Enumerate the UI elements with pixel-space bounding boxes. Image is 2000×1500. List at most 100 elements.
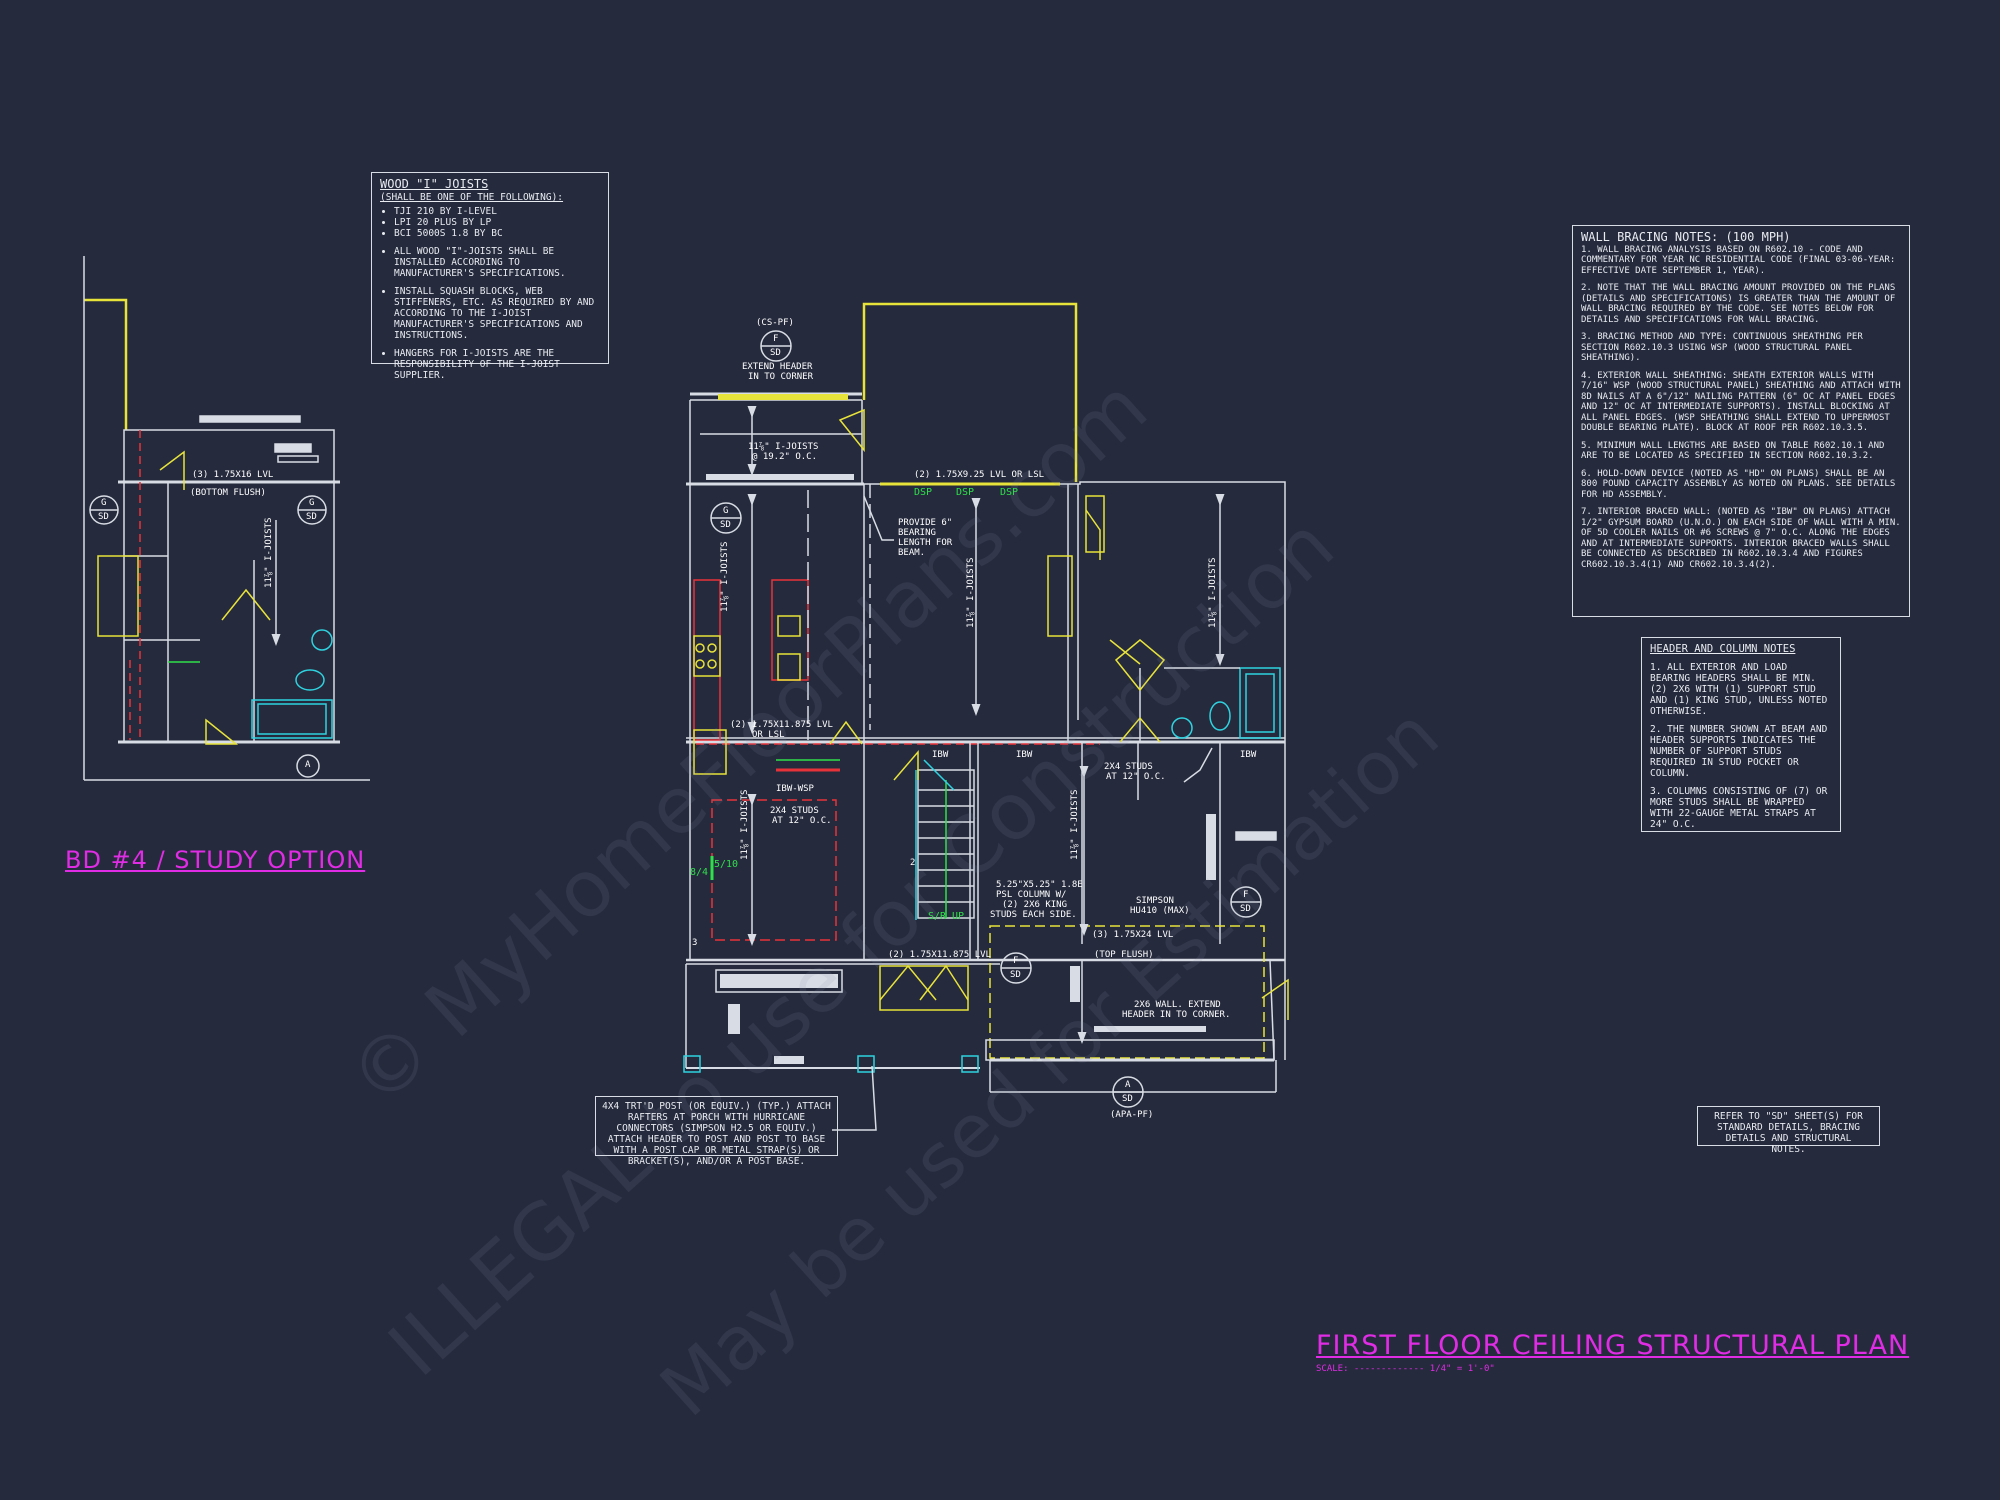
bracing-note-item: 4. EXTERIOR WALL SHEATHING: SHEATH EXTER… <box>1581 370 1901 434</box>
studs-oc-label: AT 12" O.C. <box>1106 772 1166 782</box>
psl-column-label: STUDS EACH SIDE. <box>990 910 1077 920</box>
bd4-yellow-wall <box>84 298 128 430</box>
wall-bracing-title: WALL BRACING NOTES: (100 MPH) <box>1581 230 1791 244</box>
studs-2x4-label: 2X4 STUDS <box>770 806 819 816</box>
i-joists-kitchen-label: 11⅞" I-JOISTS <box>720 541 730 612</box>
header-column-note: HEADER AND COLUMN NOTES 1. ALL EXTERIOR … <box>1641 637 1841 832</box>
bracing-note-item: 5. MINIMUM WALL LENGTHS ARE BASED ON TAB… <box>1581 440 1885 462</box>
ibw-label: IBW <box>1016 750 1033 760</box>
stair-sr-label: S/R <box>928 911 947 922</box>
main-floor-plan <box>683 302 1289 1131</box>
ibw-label: IBW <box>932 750 949 760</box>
joist-note-item: HANGERS FOR I-JOISTS ARE THE RESPONSIBIL… <box>394 348 600 381</box>
porch-yellow-outline <box>862 302 1078 482</box>
joist-notes-list: ALL WOOD "I"-JOISTS SHALL BE INSTALLED A… <box>380 246 600 381</box>
stair-up-label: UP <box>952 911 965 922</box>
simpson-label: SIMPSON <box>1136 896 1174 906</box>
section-marker-letter: A <box>1125 1080 1131 1090</box>
wall-bracing-note: WALL BRACING NOTES: (100 MPH) 1. WALL BR… <box>1572 225 1910 617</box>
scale-label: SCALE: ------------- 1/4" = 1'-0" <box>1316 1364 1495 1374</box>
psl-column-label: (2) 2X6 KING <box>1002 900 1068 910</box>
watermark-text: © MyHomeFloorPlans.com ILLEGAL to use fo… <box>332 362 1455 1433</box>
section-marker-sheet: SD <box>1122 1094 1133 1104</box>
wall-2x6-label: 2x6 WALL. EXTEND <box>1134 1000 1221 1010</box>
porch-post-note: 4x4 TRT'D POST (OR EQUIV.) (TYP.) ATTACH… <box>595 1096 838 1167</box>
stud-count-label: 2 <box>910 858 916 868</box>
section-marker-sheet: SD <box>98 512 109 522</box>
extend-header-label: EXTEND HEADER <box>742 362 813 372</box>
dsp-label: DSP <box>1000 487 1019 498</box>
in-to-corner-label: IN TO CORNER <box>748 372 814 382</box>
joist-brand: LPI 20 PLUS BY LP <box>394 217 600 228</box>
section-marker-sheet: SD <box>720 520 731 530</box>
apa-pf-label: (APA-PF) <box>1110 1110 1154 1120</box>
bd4-lvl-label: (3) 1.75x16 LVL <box>192 470 274 480</box>
section-marker-sheet: SD <box>770 348 781 358</box>
header-column-title: HEADER AND COLUMN NOTES <box>1650 643 1796 655</box>
cs-pf-label: (CS-PF) <box>756 318 794 328</box>
section-marker-letter: A <box>305 760 311 770</box>
joist-brand-list: TJI 210 BY I-LEVEL LPI 20 PLUS BY LP BCI… <box>380 206 600 239</box>
stud-count-label: 5/10 <box>714 859 739 870</box>
option-title: BD #4 / STUDY OPTION <box>65 846 366 874</box>
lvl-11875-bottom-label: (2) 1.75x11.875 LVL <box>888 950 991 960</box>
lvl-24-label: (3) 1.75x24 LVL <box>1092 930 1174 940</box>
section-marker-letter: F <box>773 334 779 344</box>
refer-sd-note: REFER TO "SD" SHEET(S) FOR STANDARD DETA… <box>1697 1106 1880 1155</box>
section-marker-sheet: SD <box>306 512 317 522</box>
stud-count-label: 3 <box>692 938 698 948</box>
bd4-bottom-flush-label: (BOTTOM FLUSH) <box>190 488 266 498</box>
i-joists-porch-label: 11⅞" I-JOISTS <box>748 442 819 452</box>
section-marker-sheet: SD <box>1240 904 1251 914</box>
section-marker-letter: F <box>1013 956 1019 966</box>
i-joists-bedroom-label: 11⅞" I-JOISTS <box>1208 557 1218 628</box>
header-note-item: 2. THE NUMBER SHOWN AT BEAM AND HEADER S… <box>1650 724 1828 779</box>
provide-bearing-label: BEARING <box>898 528 936 538</box>
ibw-wsp-label: IBW-WSP <box>776 784 814 794</box>
lvl-925-label: (2) 1.75x9.25 LVL OR LSL <box>914 470 1045 480</box>
oc-porch-label: @ 19.2" O.C. <box>752 452 818 462</box>
bd4-study-option-plan <box>83 256 370 781</box>
bracing-note-item: 1. WALL BRACING ANALYSIS BASED ON R602.1… <box>1581 244 1896 276</box>
psl-column-label: PSL COLUMN W/ <box>996 890 1067 900</box>
bracing-note-item: 2. NOTE THAT THE WALL BRACING AMOUNT PRO… <box>1581 283 1896 325</box>
or-lsl-label: OR LSL <box>752 730 785 740</box>
bd4-i-joists-label: 11⅞" I-JOISTS <box>264 517 274 588</box>
joist-note-item: ALL WOOD "I"-JOISTS SHALL BE INSTALLED A… <box>394 246 600 279</box>
wood-i-joists-note: WOOD "I" JOISTS (SHALL BE ONE OF THE FOL… <box>371 172 609 381</box>
joist-brand: BCI 5000s 1.8 BY BC <box>394 228 600 239</box>
i-joists-dining-label: 11⅞" I-JOISTS <box>1070 789 1080 860</box>
section-marker-letter: G <box>309 498 315 508</box>
sheet-title: FIRST FLOOR CEILING STRUCTURAL PLAN <box>1316 1330 1910 1361</box>
dsp-label: DSP <box>956 487 975 498</box>
i-joists-study-label: 11⅞" I-JOISTS <box>740 789 750 860</box>
provide-bearing-label: LENGTH FOR <box>898 538 953 548</box>
hu410-label: HU410 (MAX) <box>1130 906 1190 916</box>
section-marker-letter: G <box>101 498 107 508</box>
refer-sd-text: REFER TO "SD" SHEET(S) FOR STANDARD DETA… <box>1714 1111 1863 1155</box>
header-note-item: 1. ALL EXTERIOR AND LOAD BEARING HEADERS… <box>1650 662 1828 717</box>
porch-post-text: 4x4 TRT'D POST (OR EQUIV.) (TYP.) ATTACH… <box>602 1101 831 1167</box>
stud-count-label: 8/4 <box>690 867 709 878</box>
joist-note-item: INSTALL SQUASH BLOCKS, WEB STIFFENERS, E… <box>394 286 600 341</box>
section-marker-letter: G <box>723 506 729 516</box>
bracing-note-item: 3. BRACING METHOD AND TYPE: CONTINUOUS S… <box>1581 332 1863 363</box>
ibw-label: IBW <box>1240 750 1257 760</box>
header-corner-label: HEADER IN TO CORNER. <box>1122 1010 1231 1020</box>
provide-bearing-label: PROVIDE 6" <box>898 518 953 528</box>
i-joists-great-room-label: 11⅞" I-JOISTS <box>966 557 976 628</box>
bracing-note-item: 6. HOLD-DOWN DEVICE (NOTED AS "HD" ON PL… <box>1581 468 1896 500</box>
section-marker-letter: F <box>1243 890 1249 900</box>
studs-2x4-label: 2X4 STUDS <box>1104 762 1153 772</box>
wood-i-joists-subtitle: (SHALL BE ONE OF THE FOLLOWING): <box>380 192 564 203</box>
psl-column-label: 5.25"X5.25" 1.8E <box>996 880 1083 890</box>
header-note-item: 3. COLUMNS CONSISTING OF (7) OR MORE STU… <box>1650 786 1828 830</box>
lvl-11875-label: (2) 1.75x11.875 LVL <box>730 720 833 730</box>
bracing-note-item: 7. INTERIOR BRACED WALL: (NOTED AS "IBW"… <box>1581 507 1901 570</box>
provide-bearing-label: BEAM. <box>898 548 926 558</box>
joist-brand: TJI 210 BY I-LEVEL <box>394 206 600 217</box>
section-marker-sheet: SD <box>1010 970 1021 980</box>
wood-i-joists-title: WOOD "I" JOISTS <box>380 177 489 191</box>
top-flush-label: (TOP FLUSH) <box>1094 950 1154 960</box>
